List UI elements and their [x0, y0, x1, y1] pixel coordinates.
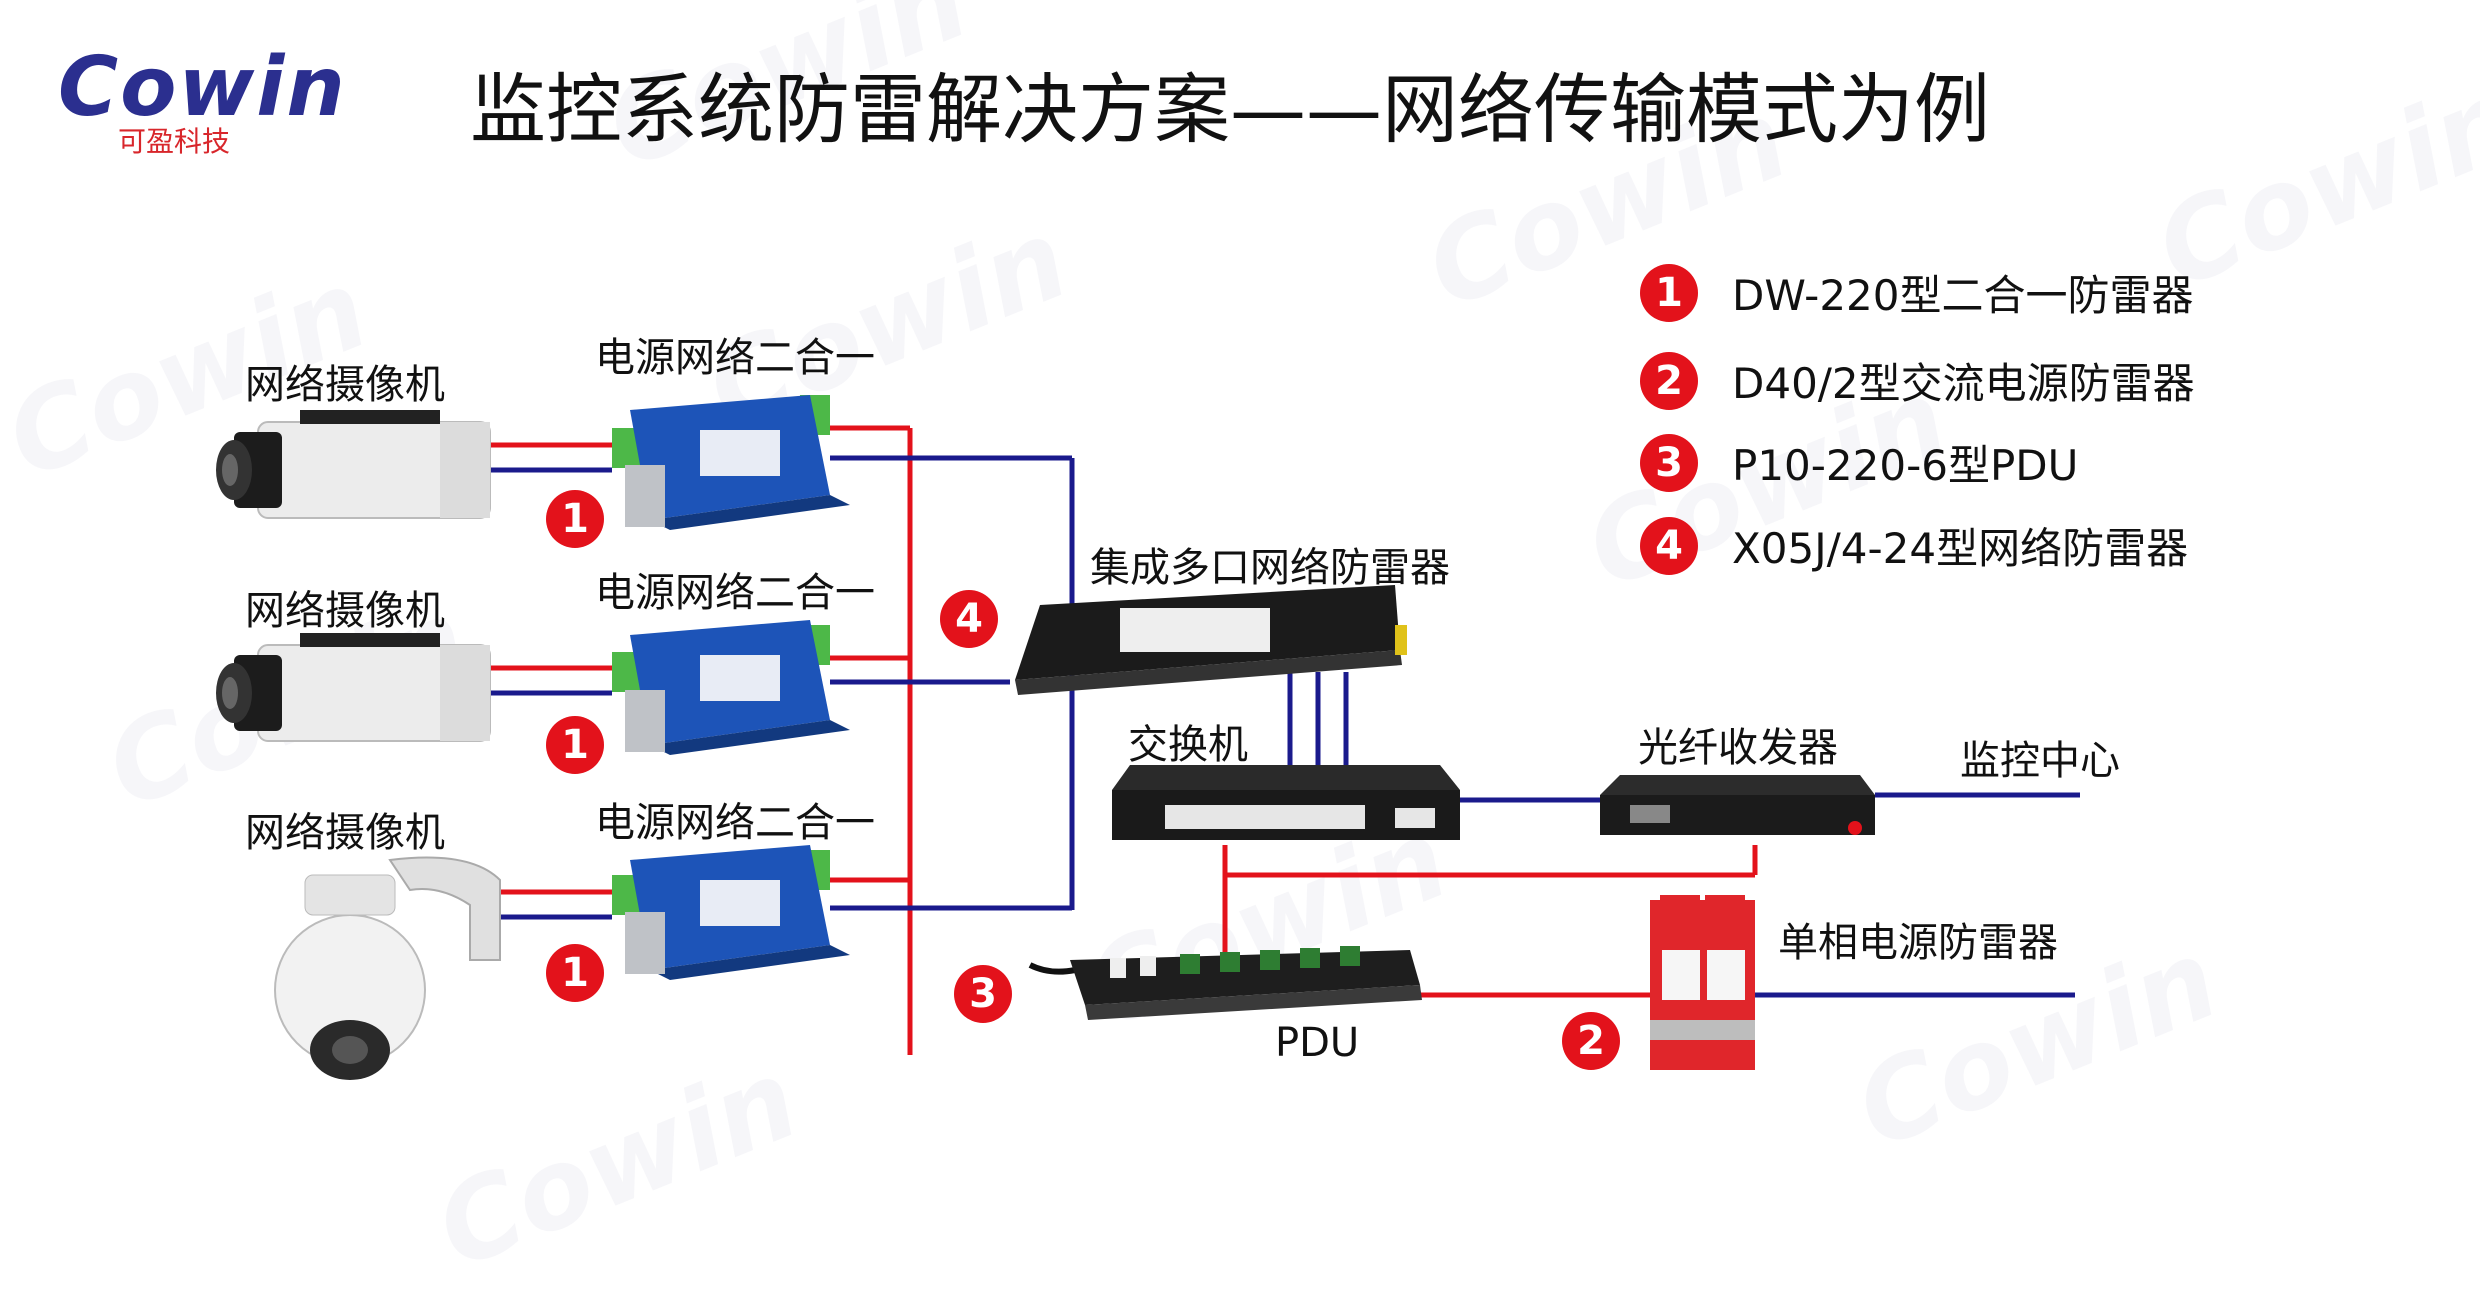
legend-item: 2 D40/2型交流电源防雷器 — [1640, 350, 2195, 411]
network-switch — [1112, 765, 1460, 840]
legend-text: D40/2型交流电源防雷器 — [1732, 359, 2195, 408]
badge-1: 1 — [546, 490, 604, 548]
legend-text: P10-220-6型PDU — [1732, 441, 2079, 490]
multiport-protector — [1015, 585, 1407, 695]
multiport-label: 集成多口网络防雷器 — [1090, 545, 1450, 591]
legend-badge: 2 — [1640, 351, 1698, 410]
badge-1: 1 — [546, 716, 604, 774]
diagram-canvas: Cowin Cowin Cowin Cowin Cowin Cowin Cowi… — [58, 40, 2195, 1080]
camera-label: 网络摄像机 — [245, 588, 445, 634]
combo-protector-1 — [612, 395, 850, 530]
single-phase-spd — [1650, 895, 1755, 1070]
badge-1: 1 — [546, 944, 604, 1002]
page-title: 监控系统防雷解决方案——网络传输模式为例 — [470, 65, 1990, 154]
camera-label: 网络摄像机 — [245, 810, 445, 856]
badge-3: 3 — [954, 965, 1012, 1023]
power-bus — [830, 425, 1758, 1055]
combo-protector-label: 电源网络二合一 — [595, 335, 875, 381]
legend-text: X05J/4-24型网络防雷器 — [1732, 524, 2189, 573]
combo-protector-3 — [612, 845, 850, 980]
spd-label: 单相电源防雷器 — [1778, 920, 2058, 966]
legend-item: 1 DW-220型二合一防雷器 — [1640, 262, 2194, 323]
badge-2: 2 — [1562, 1012, 1620, 1070]
wiring-diagram — [216, 395, 2080, 1080]
dome-camera — [274, 856, 501, 1080]
box-camera-1 — [216, 410, 491, 519]
legend-text: DW-220型二合一防雷器 — [1732, 271, 2194, 320]
legend-badge: 3 — [1640, 433, 1698, 492]
pdu-label: PDU — [1275, 1020, 1360, 1066]
box-camera-2 — [216, 633, 491, 742]
fiber-transceiver — [1600, 775, 1875, 835]
monitor-center-label: 监控中心 — [1960, 738, 2120, 784]
legend-badge: 4 — [1640, 516, 1698, 575]
logo-subtitle: 可盈科技 — [118, 125, 231, 158]
combo-protector-label: 电源网络二合一 — [595, 800, 875, 846]
logo-wordmark: Cowin — [58, 40, 347, 135]
combo-protector-2 — [612, 620, 850, 755]
switch-label: 交换机 — [1128, 722, 1248, 768]
legend-item: 3 P10-220-6型PDU — [1640, 432, 2078, 493]
camera-label: 网络摄像机 — [245, 362, 445, 408]
legend-badge: 1 — [1640, 263, 1698, 322]
legend-item: 4 X05J/4-24型网络防雷器 — [1640, 515, 2188, 576]
fiber-label: 光纤收发器 — [1638, 725, 1838, 771]
pdu-strip — [1028, 946, 1422, 1020]
combo-protector-label: 电源网络二合一 — [595, 570, 875, 616]
badge-4: 4 — [940, 590, 998, 648]
